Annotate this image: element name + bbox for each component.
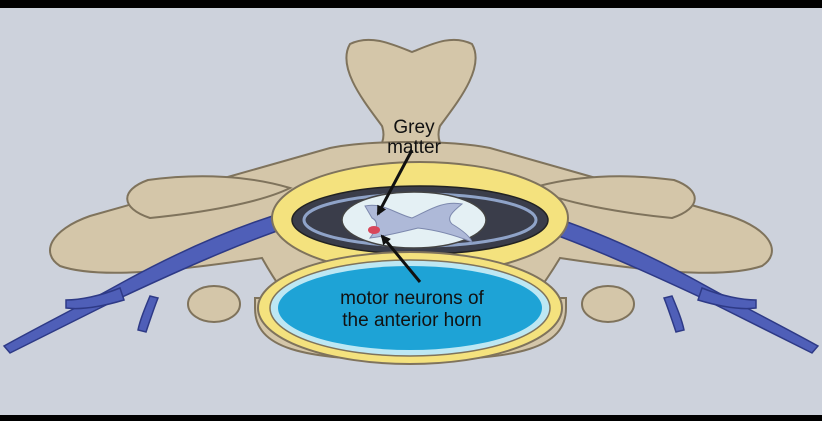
motor-neurons-label-line2: the anterior horn bbox=[342, 310, 481, 331]
spinal-canal bbox=[292, 186, 548, 254]
spinal-cross-section-diagram: Grey matter motor neurons of the anterio… bbox=[0, 8, 822, 415]
foramen-right bbox=[582, 286, 634, 322]
grey-matter-label-line2: matter bbox=[387, 137, 442, 158]
motor-neurons-label-line1: motor neurons of bbox=[340, 288, 484, 309]
foramen-left bbox=[188, 286, 240, 322]
motor-neurons-mark bbox=[368, 226, 380, 234]
grey-matter-label-line1: Grey bbox=[393, 117, 435, 138]
diagram-panel: Grey matter motor neurons of the anterio… bbox=[0, 8, 822, 415]
